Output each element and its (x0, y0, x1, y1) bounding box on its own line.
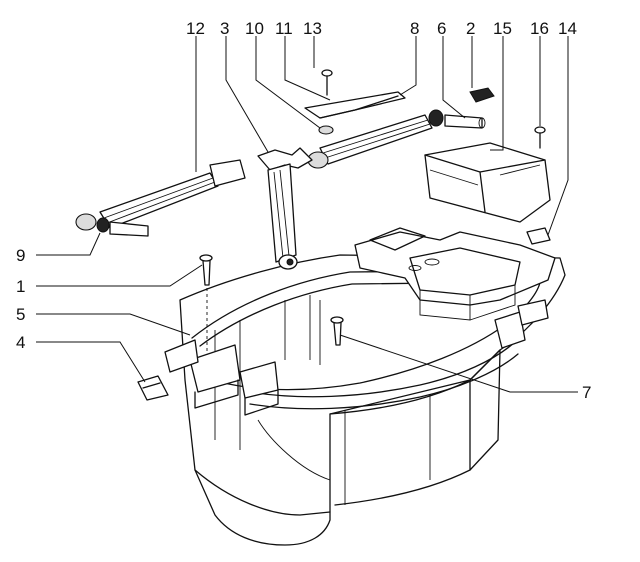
callout-14: 14 (558, 19, 577, 38)
screw-7 (330, 316, 344, 346)
callout-11: 11 (275, 19, 293, 38)
callout-3: 3 (220, 19, 229, 38)
small-block-2 (469, 87, 495, 103)
callout-8: 8 (410, 19, 419, 38)
callout-7: 7 (582, 383, 591, 402)
top-cover-piece (304, 91, 406, 135)
callout-6: 6 (437, 19, 446, 38)
callout-10: 10 (245, 19, 264, 38)
right-strap (307, 109, 486, 169)
callout-15: 15 (493, 19, 512, 38)
screw-13 (321, 69, 333, 96)
screw-1 (199, 254, 213, 355)
callout-4: 4 (16, 333, 25, 352)
callout-labels: 12 3 10 11 13 8 6 2 15 16 14 9 1 5 4 7 (16, 19, 591, 402)
callout-13: 13 (303, 19, 322, 38)
callout-9: 9 (16, 246, 25, 265)
callout-5: 5 (16, 305, 25, 324)
callout-12: 12 (186, 19, 205, 38)
leader-lines (36, 36, 578, 393)
storage-box-cover (424, 142, 551, 223)
callout-16: 16 (530, 19, 549, 38)
left-strap (75, 159, 246, 237)
center-buckle-strap (257, 147, 313, 270)
callout-1: 1 (16, 277, 25, 296)
callout-2: 2 (466, 19, 475, 38)
clip-14 (526, 227, 551, 245)
screw-16 (534, 126, 546, 149)
helmet-compartment-tub (164, 227, 566, 546)
clip-4 (137, 375, 169, 401)
